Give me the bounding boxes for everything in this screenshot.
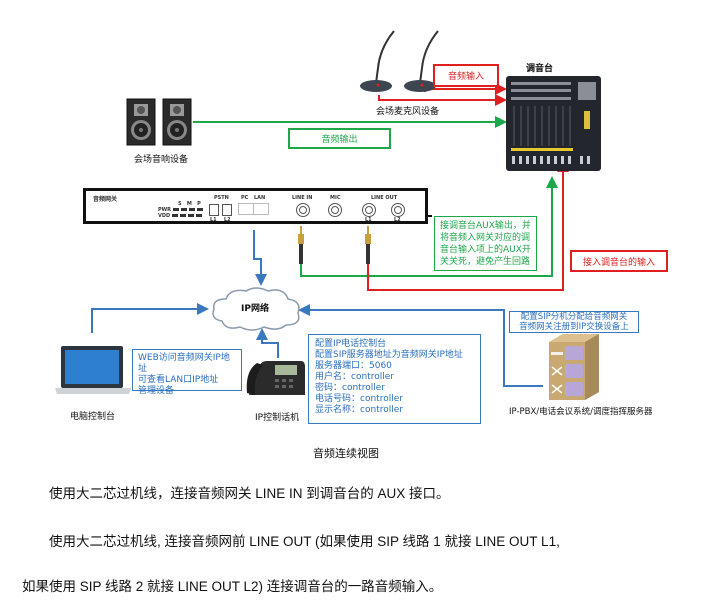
pstn-port-l1[interactable]: [209, 204, 219, 216]
line-out-label: LINE OUT: [371, 195, 398, 201]
laptop-icon: [55, 346, 131, 394]
ip-phone-icon: [246, 361, 305, 395]
paragraph-2: 使用大二芯过机线, 连接音频网前 LINE OUT (如果使用 SIP 线路 1…: [49, 534, 560, 549]
audio-input-label: 音频输入: [433, 64, 499, 87]
phone-config-line: 用户名：controller: [315, 372, 394, 382]
gateway-leds: S M P PWR VDD: [158, 201, 205, 219]
sip-note-line: 配置SIP分机分配给音频网关: [520, 312, 628, 322]
line-out-l1-label: L1: [365, 217, 372, 223]
speakers: [125, 97, 195, 147]
aux-note-line: 关关死，避免产生回路: [440, 257, 531, 267]
phone-config-note: 配置IP电话控制台 配置SIP服务器地址为音频网关IP地址 服务器端口：5060…: [308, 334, 481, 424]
mixer-icon: [506, 76, 601, 171]
phone-config-line: 密码：controller: [315, 383, 385, 393]
cloud-icon: [212, 287, 300, 331]
web-note-line: 管理设备: [138, 386, 175, 396]
server-icon: [549, 334, 599, 400]
microphones: [358, 28, 448, 93]
aux-note: 接调音台AUX输出，并 将音频入网关对应的调 音台输入项上的AUX开 关关死，避…: [434, 216, 537, 271]
mixer: [506, 76, 601, 171]
pstn-l2-label: L2: [224, 217, 231, 223]
led-row-pwr: PWR: [158, 207, 172, 213]
mic-input-wire-2: [378, 94, 507, 106]
line-out-jack-icon: [365, 226, 371, 264]
speakers-label: 会场音响设备: [134, 155, 189, 165]
diagram-caption: 音频连续视图: [313, 447, 379, 460]
line-out-wire: [367, 160, 569, 291]
pc-label: PC: [241, 195, 249, 201]
gateway-lan-wire: [253, 230, 267, 286]
laptop-label: 电脑控制台: [70, 412, 116, 422]
phone-config-line: 电话号码：controller: [315, 394, 403, 404]
phone-config-line: 配置SIP服务器地址为音频网关IP地址: [315, 350, 463, 360]
led-col-p: P: [197, 201, 201, 207]
laptop-network-wire: [91, 303, 209, 333]
web-note: WEB访问音频网关IP地址 可查看LAN口IP地址 管理设备: [132, 349, 242, 396]
gateway-title: 音频网关: [93, 196, 118, 203]
led-col-m: M: [186, 201, 192, 207]
microphone-icon: [360, 30, 439, 92]
pstn-port-l2[interactable]: [222, 204, 232, 216]
mic-label: MIC: [330, 195, 341, 201]
line-in-port[interactable]: [296, 203, 310, 217]
speaker-icon: [126, 98, 192, 146]
line-in-wire: [300, 176, 558, 277]
line-out-l2-label: L2: [394, 217, 401, 223]
web-note-line: WEB访问音频网关IP地址: [138, 353, 230, 374]
audio-output-label: 音频输出: [288, 128, 391, 149]
line-in-label: LINE IN: [292, 195, 313, 201]
lan-label: LAN: [254, 195, 266, 201]
line-in-jack-icon: [298, 226, 304, 264]
led-row-vdd: VDD: [158, 213, 171, 219]
aux-note-line: 接调音台AUX输出，并: [440, 221, 531, 231]
lan-port[interactable]: [253, 203, 269, 215]
sip-note: 配置SIP分机分配给音频网关 音频网关注册到IP交换设备上: [509, 311, 639, 333]
server-label: IP-PBX/电话会议系统/调度指挥服务器: [509, 407, 653, 417]
phone-config-line: 服务器端口：5060: [315, 361, 392, 371]
sip-note-line: 音频网关注册到IP交换设备上: [519, 322, 629, 332]
microphones-label: 会场麦克风设备: [376, 107, 440, 117]
phone-label: IP控制话机: [255, 413, 300, 423]
mic-port[interactable]: [328, 203, 342, 217]
server-network-wire: [298, 304, 543, 387]
mixer-input-label: 接入调音台的输入: [570, 250, 668, 272]
line-out-l2-port[interactable]: [391, 203, 405, 217]
aux-note-line: 将音频入网关对应的调: [440, 233, 531, 243]
line-out-l1-port[interactable]: [362, 203, 376, 217]
phone-config-line: 配置IP电话控制台: [315, 339, 387, 349]
paragraph-1: 使用大二芯过机线，连接音频网关 LINE IN 到调音台的 AUX 接口。: [49, 486, 450, 501]
phone-network-wire: [256, 328, 279, 358]
web-note-line: 可查看LAN口IP地址: [138, 375, 219, 385]
led-col-s: S: [178, 201, 182, 207]
phone-config-line: 显示名称：controller: [315, 405, 403, 415]
pstn-label: PSTN: [214, 195, 229, 201]
audio-gateway: 音频网关 S M P PWR VDD PSTN L1 L2 PC LAN LIN…: [83, 188, 428, 224]
aux-note-line: 音台输入项上的AUX开: [440, 245, 531, 255]
paragraph-3: 如果使用 SIP 线路 2 就接 LINE OUT L2) 连接调音台的一路音频…: [22, 579, 443, 594]
cloud-label: IP网络: [241, 304, 269, 314]
pstn-l1-label: L1: [210, 217, 217, 223]
mixer-label: 调音台: [526, 64, 554, 74]
pc-port[interactable]: [238, 203, 254, 215]
